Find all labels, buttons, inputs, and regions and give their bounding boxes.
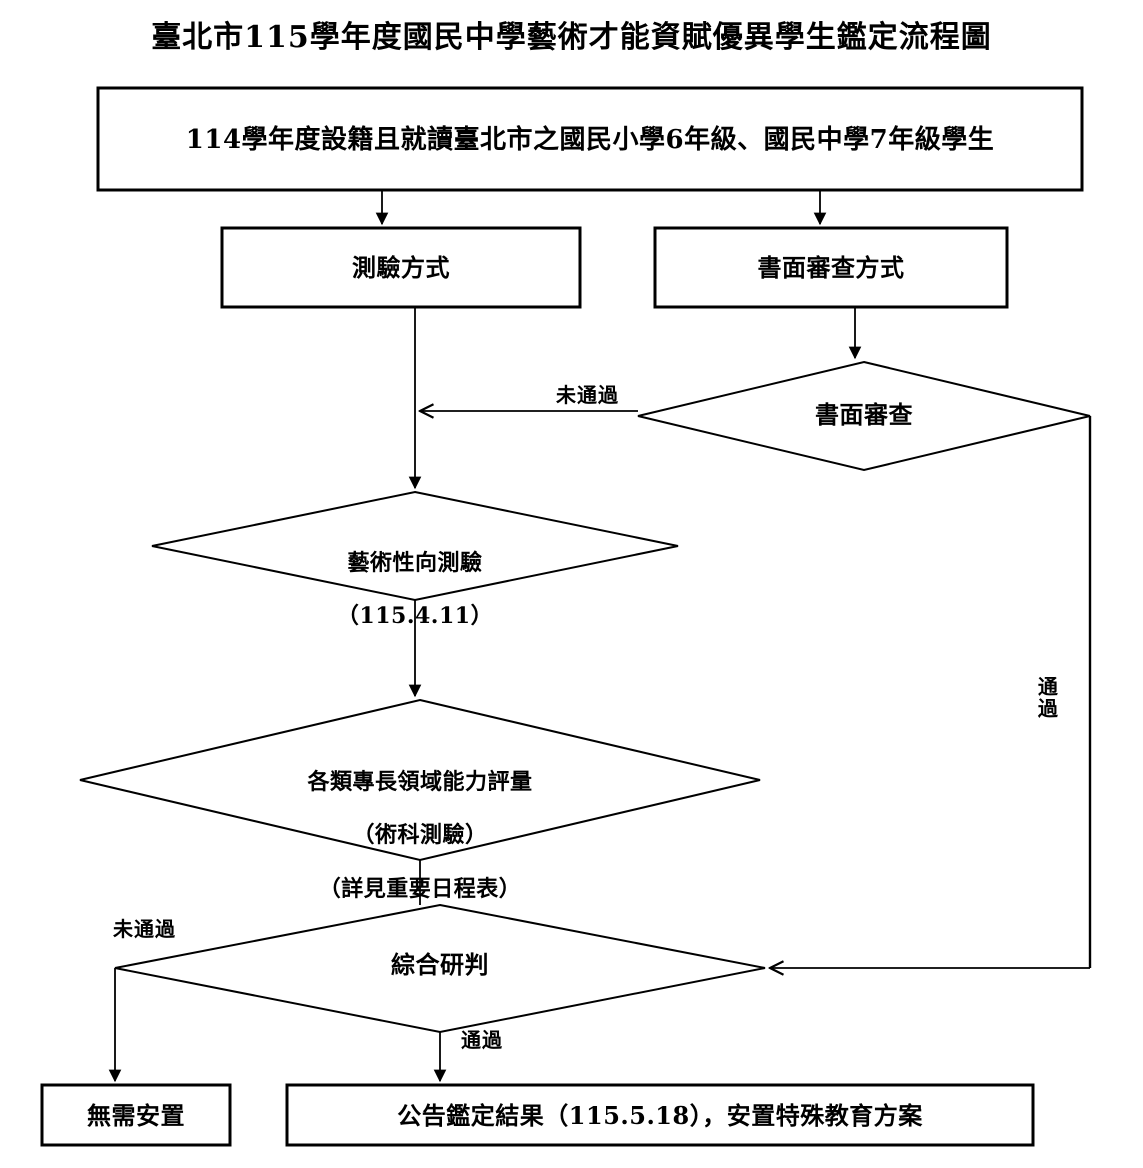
- node-domain-assessment-label: 各類專長領域能力評量 （術科測驗） （詳見重要日程表）: [250, 742, 590, 930]
- node-start-shape: [96, 86, 1084, 192]
- node-paper-review-method-label: 書面審查方式: [757, 253, 905, 282]
- node-aptitude-test-label: 藝術性向測驗 （115.4.11）: [295, 523, 535, 657]
- edge-label-paper-review-pass: 通過: [1034, 676, 1059, 720]
- edge-label-judgement-fail: 未通過: [113, 917, 176, 941]
- node-no-placement-label: 無需安置: [87, 1101, 185, 1130]
- node-test-method-label: 測驗方式: [352, 253, 450, 282]
- node-announce-result-shape: [285, 1083, 1035, 1147]
- edge-label-paper-review-fail: 未通過: [556, 383, 619, 407]
- node-announce-result-label: 公告鑑定結果（115.5.18），安置特殊教育方案: [397, 1101, 923, 1130]
- node-aptitude-test-line1: 藝術性向測驗: [347, 549, 483, 576]
- node-paper-review-method-shape: [653, 226, 1009, 309]
- node-start-label: 114學年度設籍且就讀臺北市之國民小學6年級、國民中學7年級學生: [185, 125, 995, 155]
- node-paper-review-label: 書面審查: [815, 400, 913, 429]
- node-paper-review-shape: [637, 360, 1091, 472]
- node-comprehensive-judgement-label: 綜合研判: [391, 950, 489, 979]
- node-aptitude-test-line2: （115.4.11）: [336, 603, 494, 630]
- node-domain-assessment-line3: （詳見重要日程表）: [318, 876, 522, 903]
- node-test-method-shape: [220, 226, 582, 309]
- node-domain-assessment-line1: 各類專長領域能力評量: [307, 768, 533, 795]
- node-domain-assessment-line2: （術科測驗）: [352, 822, 488, 849]
- edge-label-judgement-pass: 通過: [461, 1028, 503, 1052]
- node-no-placement-shape: [40, 1083, 232, 1147]
- page-title: 臺北市115學年度國民中學藝術才能資賦優異學生鑑定流程圖: [151, 20, 992, 55]
